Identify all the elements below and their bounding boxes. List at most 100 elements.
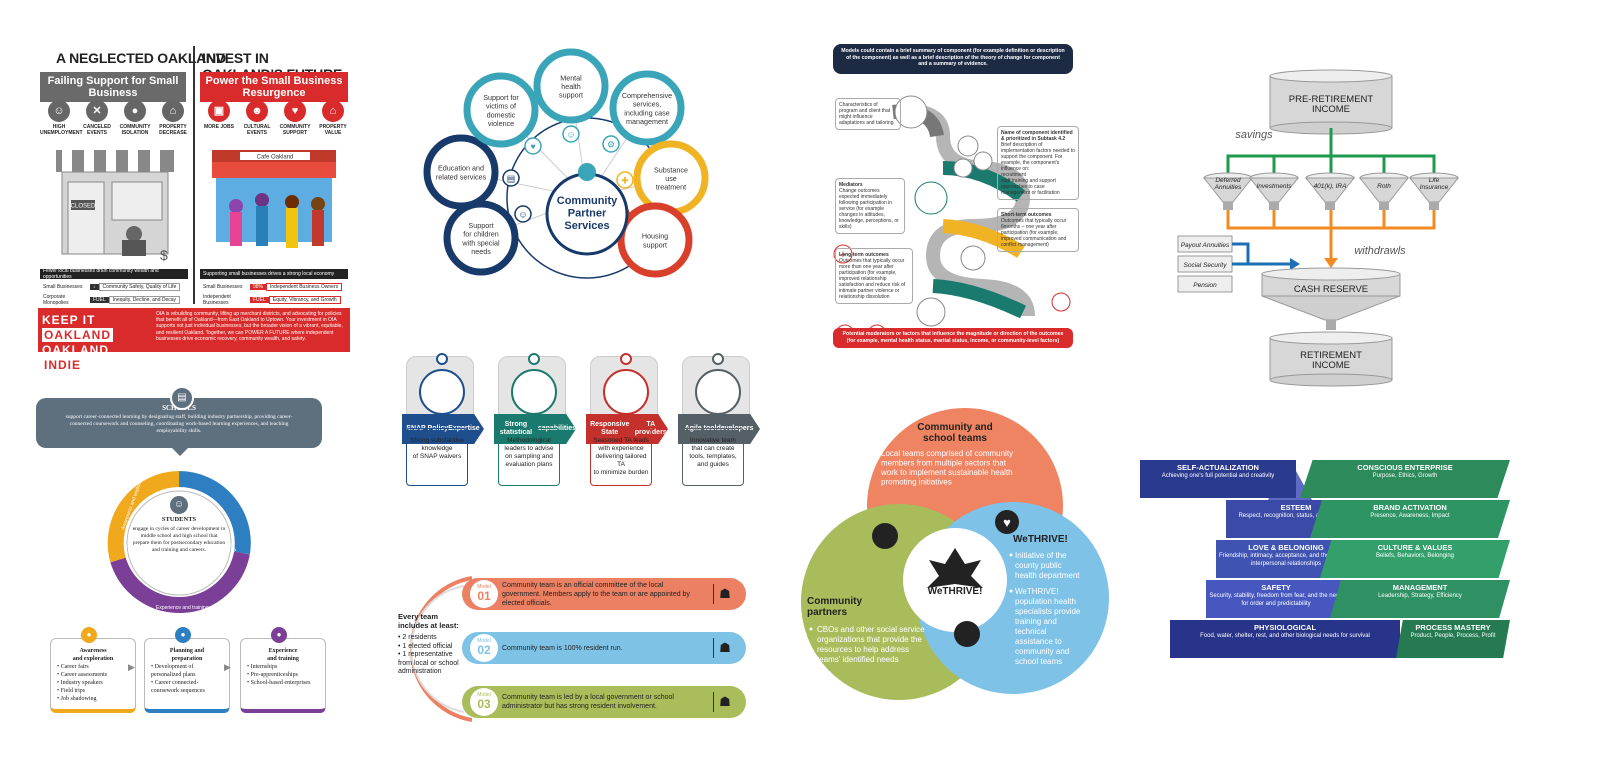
service-label: Comprehensiveservices,including casemana… [622,91,672,126]
every-team-list: • 2 residents • 1 elected official • 1 r… [398,634,464,677]
long-text: Outcomes that typically occur more than … [839,258,905,300]
funnel-label: 401(k), IRA [1314,183,1347,190]
model-row: Model03 Community team is led by a local… [462,686,746,718]
list-item: • 1 representative from local or school … [398,651,464,677]
level-text: Presence, Awareness, Impact [1370,513,1449,519]
list-item: • 2 residents [398,634,464,643]
row-text: Independent Businesses [200,294,250,306]
footer-paragraph: OIA is rebuilding community, lifting up … [156,311,346,342]
component-title: Name of component identified & prioritiz… [1001,130,1073,142]
left-band: Failing Support for Small Business [40,72,186,102]
savings-funnel: 401(k), IRA [1306,173,1354,210]
tag-hole-icon [436,353,448,365]
briefcase-icon: ▣ [208,100,230,122]
savings-label: savings [1235,129,1273,141]
business-level: CONSCIOUS ENTERPRISEPurpose, Ethics, Gro… [1300,460,1510,498]
income-source-label: Payout Annuities [1181,242,1230,249]
divider [193,46,195,304]
tag-description: Methodologicalleaders to adviseon sampli… [498,428,560,486]
stage-item: • School-based enterprises [247,679,319,687]
logo-text: KEEP IT [42,313,95,327]
right-band: Power the Small Business Resurgence [200,72,348,102]
row-text: FUEL [90,297,109,303]
funnel-label: Investments [1256,183,1292,190]
income-source-box: Payout Annuities [1178,236,1232,252]
service-label: Mentalhealthsupport [559,73,583,99]
level-title: SAFETY [1206,584,1346,592]
arrow-right-icon: ▶ [128,662,135,673]
students-icon: ☺ [170,496,188,514]
svg-text:$: $ [160,247,168,263]
tag-hole-icon [620,353,632,365]
service-glyph-icon: ☺ [518,210,527,220]
stage-item: • Career assessments [57,671,129,679]
service-glyph-icon: ☺ [566,130,575,140]
tag-description: Innovative teamthat can createtools, tem… [682,428,744,486]
box-short-term: Short-term outcomesOutcomes that typical… [997,208,1079,252]
stat-cultural-events: ☻CULTURAL EVENTS [238,100,276,136]
label: COMMUNITY SUPPORT [280,124,311,136]
center-label: WeTHRIVE! [928,586,983,597]
service-glyph-icon: ▤ [507,174,516,184]
panel-oakland: A NEGLECTED OAKLAND INVEST IN OAKLAND'S … [38,42,350,352]
withdrawls-label: withdrawls [1354,245,1406,257]
students-title: STUDENTS [132,516,226,523]
income-source-box: Pension [1178,276,1232,292]
person-icon: ☗ [713,692,736,712]
stage-item: • Development of personalized plans [151,663,223,679]
level-title: PROCESS MASTERY [1396,624,1510,632]
needs-level: SAFETYSecurity, stability, freedom from … [1206,580,1346,618]
logo-text: INDIE [42,358,83,372]
label: MORE JOBS [204,124,234,130]
stat-more-jobs: ▣ MORE JOBS [200,100,238,136]
level-title: CONSCIOUS ENTERPRISE [1300,464,1510,472]
box-characteristics: Characteristics of program and client th… [835,98,901,130]
panel-schools: SCHOOLS support career-connected learnin… [36,386,322,716]
model-row: Model02 Community team is 100% resident … [462,632,746,664]
panel-team-models: Every team includes at least: • 2 reside… [392,576,748,722]
mediators-text: Change outcomes expected immediately fol… [839,188,899,230]
group-icon [954,621,980,647]
model-text: Community team is 100% resident run. [502,644,700,653]
box-component: Name of component identified & prioritiz… [997,126,1079,200]
level-text: Leadership, Strategy, Efficiency [1378,593,1462,599]
model-text: Community team is led by a local governm… [502,693,700,711]
right-row-header: Supporting small businesses drives a str… [200,269,348,279]
level-title: PHYSIOLOGICAL [1170,624,1400,632]
top-title: Community andschool teams [917,422,993,444]
banner-pointer [172,448,188,456]
stage-icon: ● [175,627,191,643]
stage-item: • Career connected-coursework sequences [151,679,223,695]
stage-icon: ● [81,627,97,643]
house-up-icon: ⌂ [322,100,344,122]
calendar-icon: ✕ [86,100,108,122]
tag-illustration [511,369,557,415]
schools-text: support career-connected learning by des… [60,414,298,435]
label: COMMUNITY ISOLATION [120,124,151,136]
retirement-income-cylinder: RETIREMENTINCOME [1270,332,1392,386]
masks-icon: ☻ [246,100,268,122]
arrow-right-icon: ▶ [224,662,231,673]
stage-box: ●Planning andpreparation• Development of… [144,638,230,713]
stage-box: ●Awarenessand exploration• Career fairs•… [50,638,136,713]
level-text: Product, People, Process, Profit [1410,633,1495,639]
service-glyph-icon: ✚ [621,176,629,186]
right-title: WeTHRIVE! [1013,534,1068,545]
row-text: Small Businesses [40,284,90,290]
every-team-title: Every team includes at least: [398,612,464,630]
arc-label-experience: Experience and training [156,605,209,611]
business-level: CULTURE & VALUESBeliefs, Behaviors, Belo… [1320,540,1510,578]
cash-reserve-label: CASH RESERVE [1294,284,1368,295]
income-source-box: Social Security [1178,256,1232,272]
short-text: Outcomes that typically occur 6months – … [1001,218,1066,248]
